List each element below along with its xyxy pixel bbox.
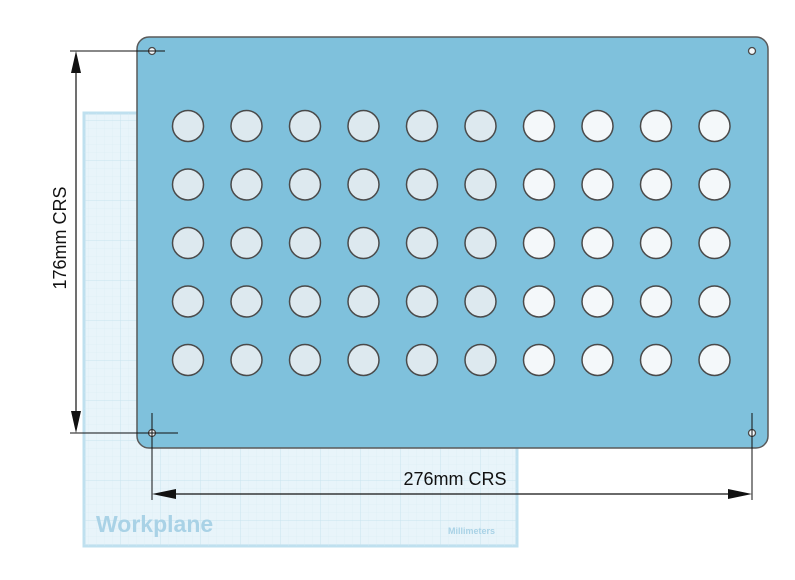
- hole: [639, 343, 673, 377]
- vertical-dimension-label: 176mm CRS: [50, 186, 70, 289]
- hole: [347, 285, 380, 318]
- hole: [581, 285, 614, 318]
- hole: [639, 168, 673, 201]
- hole: [581, 109, 614, 143]
- hole: [464, 226, 497, 260]
- hole: [288, 285, 322, 318]
- hole: [522, 226, 556, 260]
- hole: [347, 168, 380, 201]
- hole: [171, 226, 205, 260]
- hole: [288, 343, 322, 377]
- hole: [698, 109, 731, 143]
- hole: [522, 168, 556, 201]
- workplane-units: Millimeters: [448, 526, 495, 536]
- hole: [698, 343, 731, 377]
- hole: [405, 168, 439, 201]
- hole: [288, 109, 322, 143]
- hole: [405, 343, 439, 377]
- hole: [230, 109, 263, 143]
- plate-body[interactable]: [136, 36, 769, 449]
- horizontal-arrow-right: [728, 489, 752, 499]
- vertical-arrow-top: [71, 51, 81, 73]
- mount-hole: [747, 46, 757, 56]
- hole: [581, 168, 614, 201]
- hole: [464, 285, 497, 318]
- plate[interactable]: [136, 36, 769, 449]
- hole: [405, 109, 439, 143]
- hole: [230, 168, 263, 201]
- hole: [230, 343, 263, 377]
- hole: [405, 285, 439, 318]
- hole: [347, 109, 380, 143]
- horizontal-dimension-label: 276mm CRS: [403, 469, 506, 489]
- hole: [639, 109, 673, 143]
- horizontal-arrow-left: [152, 489, 176, 499]
- vertical-arrow-bottom: [71, 411, 81, 433]
- hole: [347, 226, 380, 260]
- hole: [522, 343, 556, 377]
- hole: [464, 343, 497, 377]
- hole: [698, 226, 731, 260]
- vertical-dimension[interactable]: 176mm CRS: [50, 50, 178, 434]
- hole: [581, 226, 614, 260]
- hole: [639, 285, 673, 318]
- hole: [522, 285, 556, 318]
- hole: [230, 226, 263, 260]
- hole: [288, 168, 322, 201]
- workplane-label: Workplane: [96, 511, 213, 537]
- hole: [464, 168, 497, 201]
- hole: [698, 168, 731, 201]
- hole: [639, 226, 673, 260]
- horizontal-dimension[interactable]: 276mm CRS: [151, 413, 753, 500]
- hole: [230, 285, 263, 318]
- hole: [581, 343, 614, 377]
- hole: [347, 343, 380, 377]
- hole: [698, 285, 731, 318]
- hole: [405, 226, 439, 260]
- hole-grid: [171, 109, 731, 377]
- hole: [171, 343, 205, 377]
- hole: [464, 109, 497, 143]
- hole: [171, 168, 205, 201]
- hole: [288, 226, 322, 260]
- hole: [522, 109, 556, 143]
- hole: [171, 109, 205, 143]
- hole: [171, 285, 205, 318]
